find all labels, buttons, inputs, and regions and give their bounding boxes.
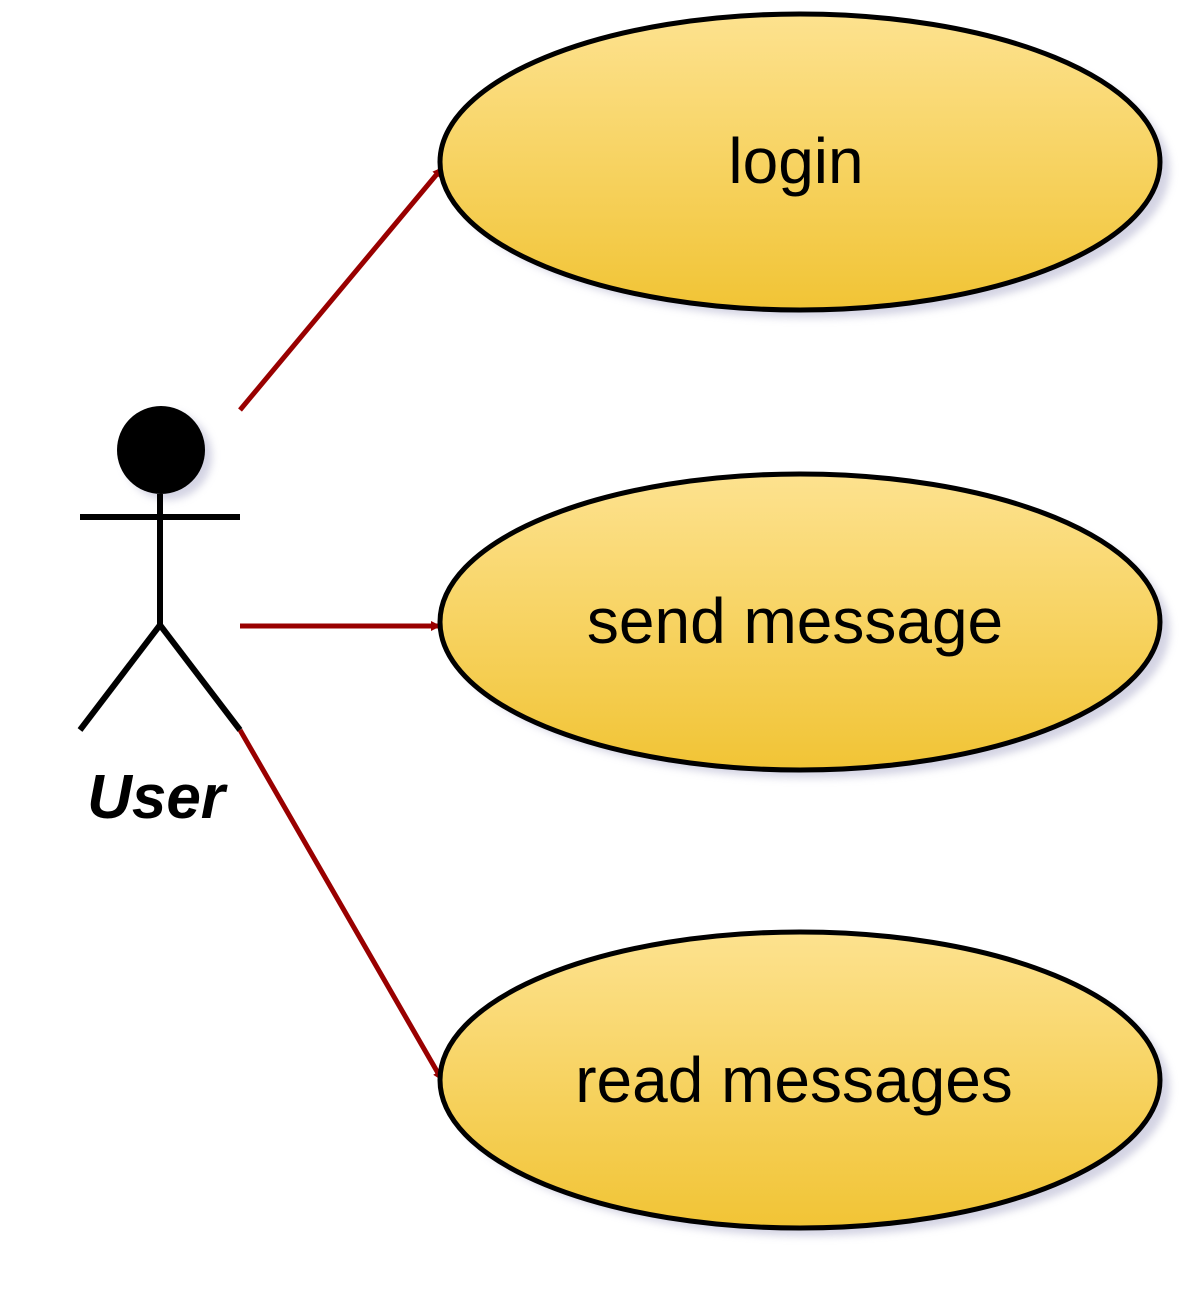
actor-head (117, 406, 205, 494)
use-case-login[interactable]: login (437, 11, 1170, 318)
use-case-label: read messages (575, 1044, 1013, 1116)
association-arrow-login[interactable] (238, 166, 444, 412)
use-case-ellipse (437, 471, 1163, 773)
use-case-ellipse (437, 929, 1163, 1231)
use-case-send-message[interactable]: send message (437, 471, 1170, 778)
actor-right-leg (157, 623, 243, 732)
actor-user[interactable]: User (77, 406, 243, 832)
association-arrow-read-messages[interactable] (237, 728, 445, 1082)
use-case-ellipse (437, 11, 1163, 313)
stick-figure-icon (77, 406, 243, 732)
use-case-label: send message (587, 585, 1003, 657)
use-case-label: login (728, 125, 863, 197)
use-case-read-messages[interactable]: read messages (437, 929, 1170, 1236)
actor-name: User (87, 763, 228, 832)
associations (237, 166, 445, 1082)
actor-left-leg (77, 623, 163, 732)
